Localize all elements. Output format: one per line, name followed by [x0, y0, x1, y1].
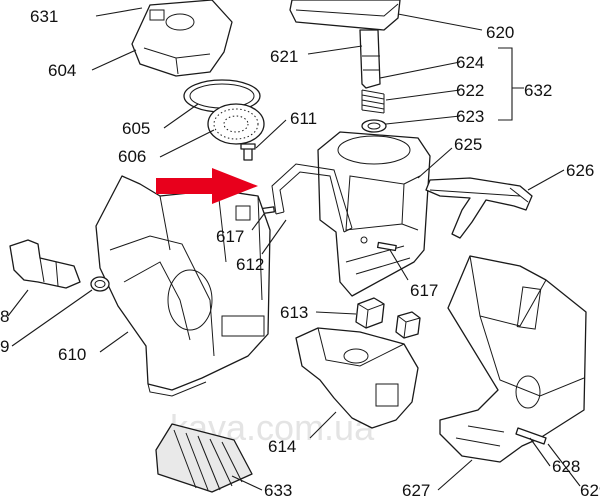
part-608-nozzle: [9, 239, 81, 289]
part-604-block: [131, 0, 233, 77]
part-606-filter: [207, 103, 265, 145]
callout-631: 631: [30, 7, 58, 26]
part-620-bracket: [289, 0, 401, 31]
callout-624: 624: [456, 53, 484, 72]
part-622-spring: [361, 89, 385, 114]
part-625-housing: [317, 131, 431, 297]
callout-604: 604: [48, 61, 76, 80]
callout-633: 633: [264, 481, 292, 496]
part-617-pin-lower: [376, 241, 397, 252]
callout-627: 627: [402, 481, 430, 496]
part-611-screw: [240, 143, 256, 161]
callout-610: 610: [58, 345, 86, 364]
callout-614: 614: [268, 437, 296, 456]
red-arrow-icon: [156, 168, 258, 204]
callout-623: 623: [456, 107, 484, 126]
callout-629: 629: [580, 481, 600, 496]
callout-606: 606: [118, 147, 146, 166]
part-623-seal: [361, 119, 387, 133]
part-628-screw: [515, 427, 547, 445]
callout-625: 625: [454, 135, 482, 154]
part-627-right-frame: [439, 255, 587, 463]
callout-622: 622: [456, 81, 484, 100]
callout-labels: 631 604 605 606 611 620 621 624 622 623 …: [0, 7, 600, 496]
callout-617-upper: 617: [216, 227, 244, 246]
callout-605: 605: [122, 119, 150, 138]
callout-628: 628: [552, 457, 580, 476]
part-610-left-frame: [95, 175, 271, 397]
callout-609: 9: [0, 337, 9, 356]
callout-611: 611: [290, 109, 317, 128]
callout-620: 620: [486, 23, 514, 42]
callout-626: 626: [566, 161, 594, 180]
part-612-wire-clip: [271, 163, 353, 233]
part-633-cover: [155, 423, 253, 493]
callout-613: 613: [280, 303, 308, 322]
callout-612: 612: [236, 255, 264, 274]
part-614-piston: [295, 327, 419, 429]
part-626-lever: [425, 177, 533, 239]
callout-621: 621: [270, 47, 298, 66]
callout-608: 8: [0, 307, 9, 326]
part-613-block-left: [355, 297, 385, 329]
callout-632: 632: [524, 81, 552, 100]
callout-617-lower: 617: [410, 281, 438, 300]
part-621-rod: [359, 29, 381, 89]
part-613-block-right: [395, 311, 421, 339]
leader-lines: [7, 7, 581, 491]
part-609-o-ring: [90, 276, 110, 292]
